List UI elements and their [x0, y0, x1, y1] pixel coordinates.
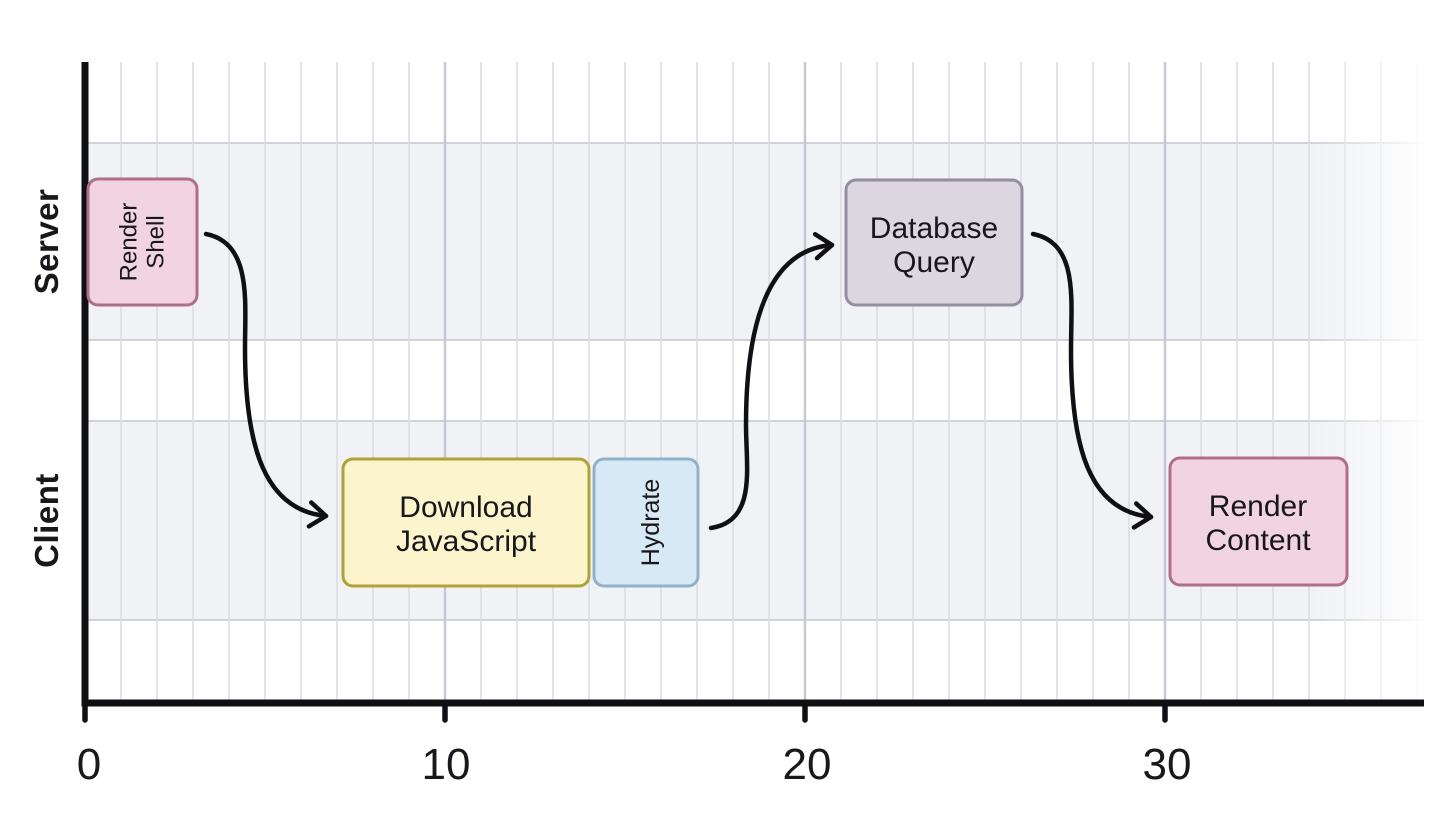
arrow-hydrate-to-database-query — [708, 231, 835, 531]
svg-text:Server: Server — [28, 189, 65, 295]
x-tick-label-10: 10 — [422, 740, 471, 789]
task-bar — [86, 177, 199, 307]
task-box-database-query: Database Query — [844, 178, 1024, 307]
lane-band-server — [85, 143, 1424, 340]
task-label-line: Download — [399, 491, 532, 524]
right-fade-overlay — [1310, 56, 1452, 706]
task-bar — [1168, 456, 1349, 587]
axes: 0 10 20 30 Server Client — [28, 62, 1424, 789]
lane-label-server: Server — [28, 189, 65, 295]
arrow-render-shell-to-download-javascript — [203, 231, 329, 529]
flow-arrows — [203, 231, 1154, 531]
arrow-database-query-to-render-content — [1030, 231, 1154, 530]
task-boxes: Render Shell Download JavaScript Hydrate… — [86, 177, 1349, 588]
lane-label-client: Client — [28, 473, 65, 568]
task-box-render-content: Render Content — [1168, 456, 1349, 587]
x-tick-label-20: 20 — [783, 740, 832, 789]
task-label-line: Render — [116, 203, 143, 282]
task-box-hydrate: Hydrate — [592, 457, 700, 588]
task-label-line: Render — [1209, 490, 1307, 523]
task-box-download-javascript: Download JavaScript — [341, 457, 591, 588]
task-bar — [844, 178, 1024, 307]
task-label-line: Content — [1205, 524, 1311, 557]
task-label-line: Shell — [143, 215, 170, 268]
x-tick-label-30: 30 — [1143, 740, 1192, 789]
task-box-render-shell: Render Shell — [86, 177, 199, 307]
task-label-line: Database — [870, 212, 998, 245]
task-label-line: Query — [893, 246, 975, 279]
task-bar — [592, 457, 700, 588]
task-bar — [341, 457, 591, 588]
svg-text:Client: Client — [28, 473, 65, 568]
x-tick-label-0: 0 — [77, 740, 101, 789]
task-label-line: Hydrate — [637, 479, 665, 567]
task-label-line: JavaScript — [396, 525, 537, 558]
